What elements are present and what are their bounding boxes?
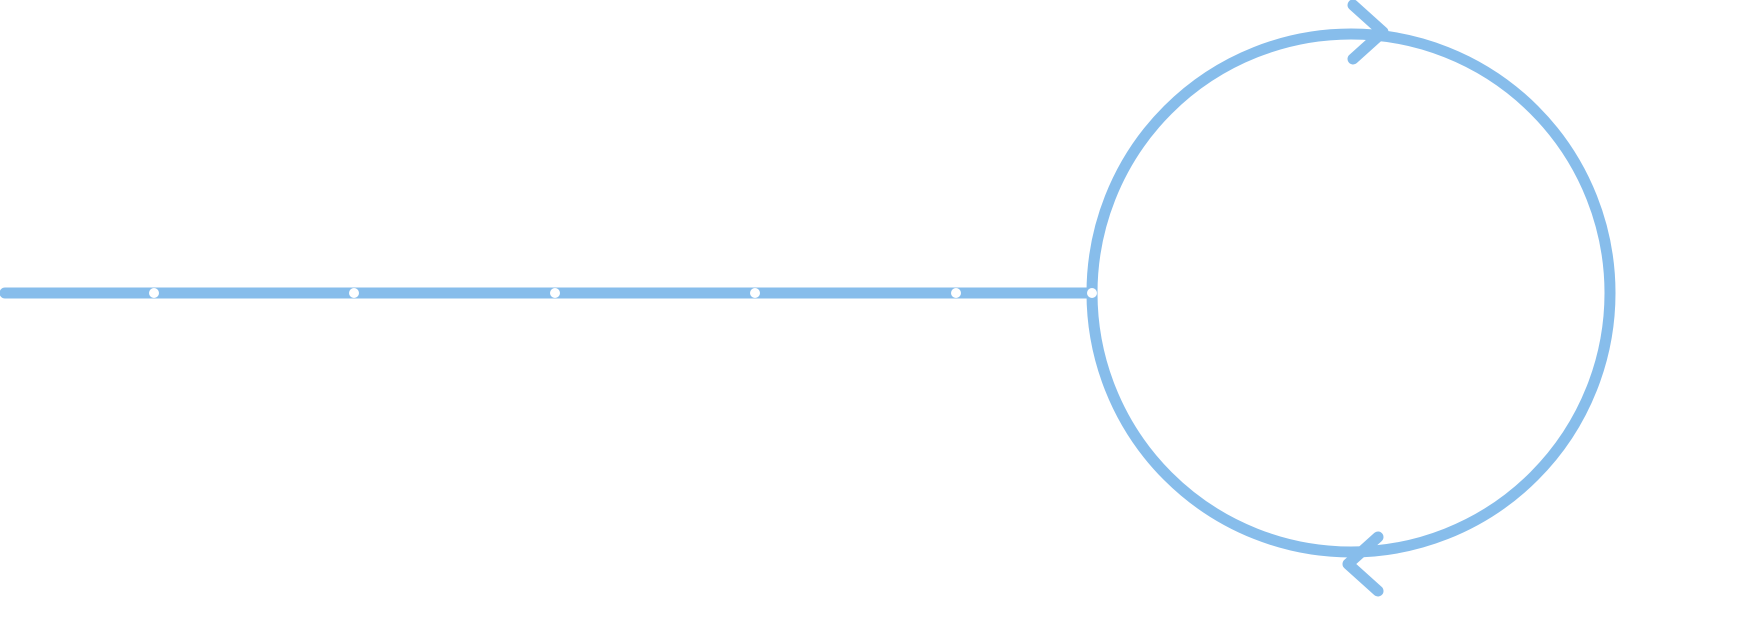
loop-node-upper [1517, 75, 1527, 85]
track-node [550, 288, 560, 298]
loop-arrow-top [1347, 0, 1389, 65]
track-node [349, 288, 359, 298]
track-node [750, 288, 760, 298]
junction-node [1087, 288, 1097, 298]
loop-arrow-bottom [1342, 531, 1384, 597]
loop-node-lower [1517, 498, 1527, 508]
track-node [951, 288, 961, 298]
track-node [149, 288, 159, 298]
